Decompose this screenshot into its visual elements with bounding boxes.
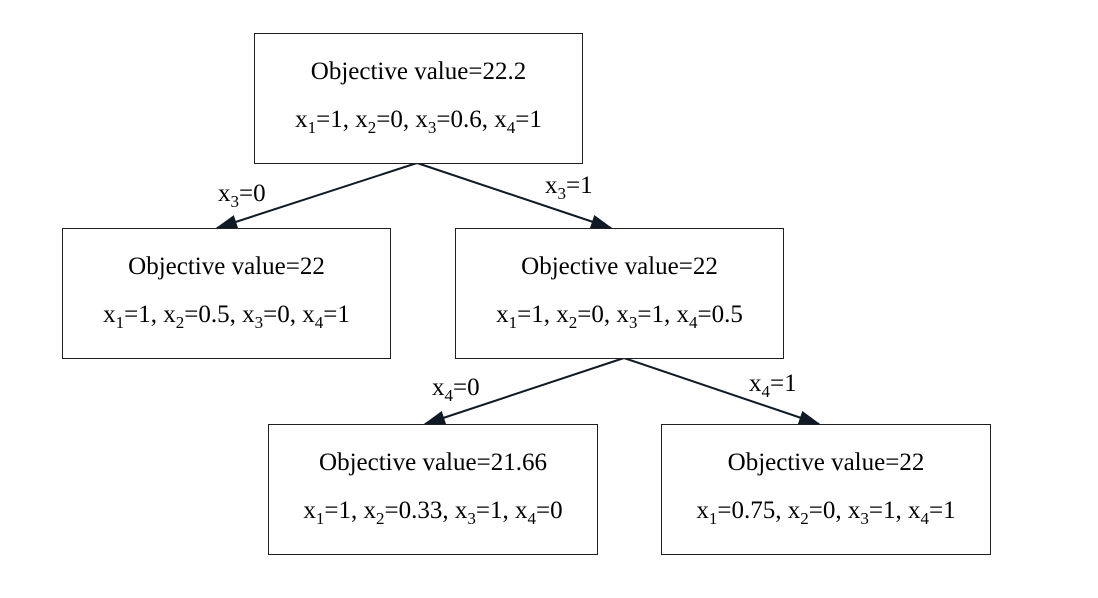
- node-title: Objective value=22: [727, 449, 925, 476]
- node-title: Objective value=21.66: [319, 449, 547, 476]
- node-title: Objective value=22.2: [310, 58, 527, 85]
- node-variables: x1=1, x2=0, x3=1, x4=0.5: [496, 301, 743, 332]
- bottom-left-node: Objective value=21.66 x1=1, x2=0.33, x3=…: [268, 424, 598, 555]
- node-variables: x1=1, x2=0, x3=0.6, x4=1: [295, 106, 542, 137]
- edge-label-root-left: x3=0: [218, 180, 266, 211]
- root-node: Objective value=22.2 x1=1, x2=0, x3=0.6,…: [254, 33, 583, 164]
- node-title: Objective value=22: [521, 253, 718, 280]
- node-variables: x1=1, x2=0.5, x3=0, x4=1: [103, 301, 350, 332]
- bottom-right-node: Objective value=22 x1=0.75, x2=0, x3=1, …: [661, 424, 991, 555]
- node-title: Objective value=22: [128, 253, 325, 280]
- edge-right-to-bottom-right: [623, 357, 821, 425]
- left-child-node: Objective value=22 x1=1, x2=0.5, x3=0, x…: [62, 228, 391, 359]
- edge-label-root-right: x3=1: [545, 172, 593, 203]
- node-variables: x1=0.75, x2=0, x3=1, x4=1: [696, 497, 956, 528]
- node-variables: x1=1, x2=0.33, x3=1, x4=0: [303, 497, 563, 528]
- edge-root-to-right: [416, 162, 613, 229]
- edge-label-right-bottom-right: x4=1: [749, 370, 797, 401]
- edge-root-to-left: [215, 162, 418, 229]
- edge-right-to-bottom-left: [423, 357, 625, 425]
- edge-label-right-bottom-left: x4=0: [432, 374, 480, 405]
- right-child-node: Objective value=22 x1=1, x2=0, x3=1, x4=…: [455, 228, 784, 359]
